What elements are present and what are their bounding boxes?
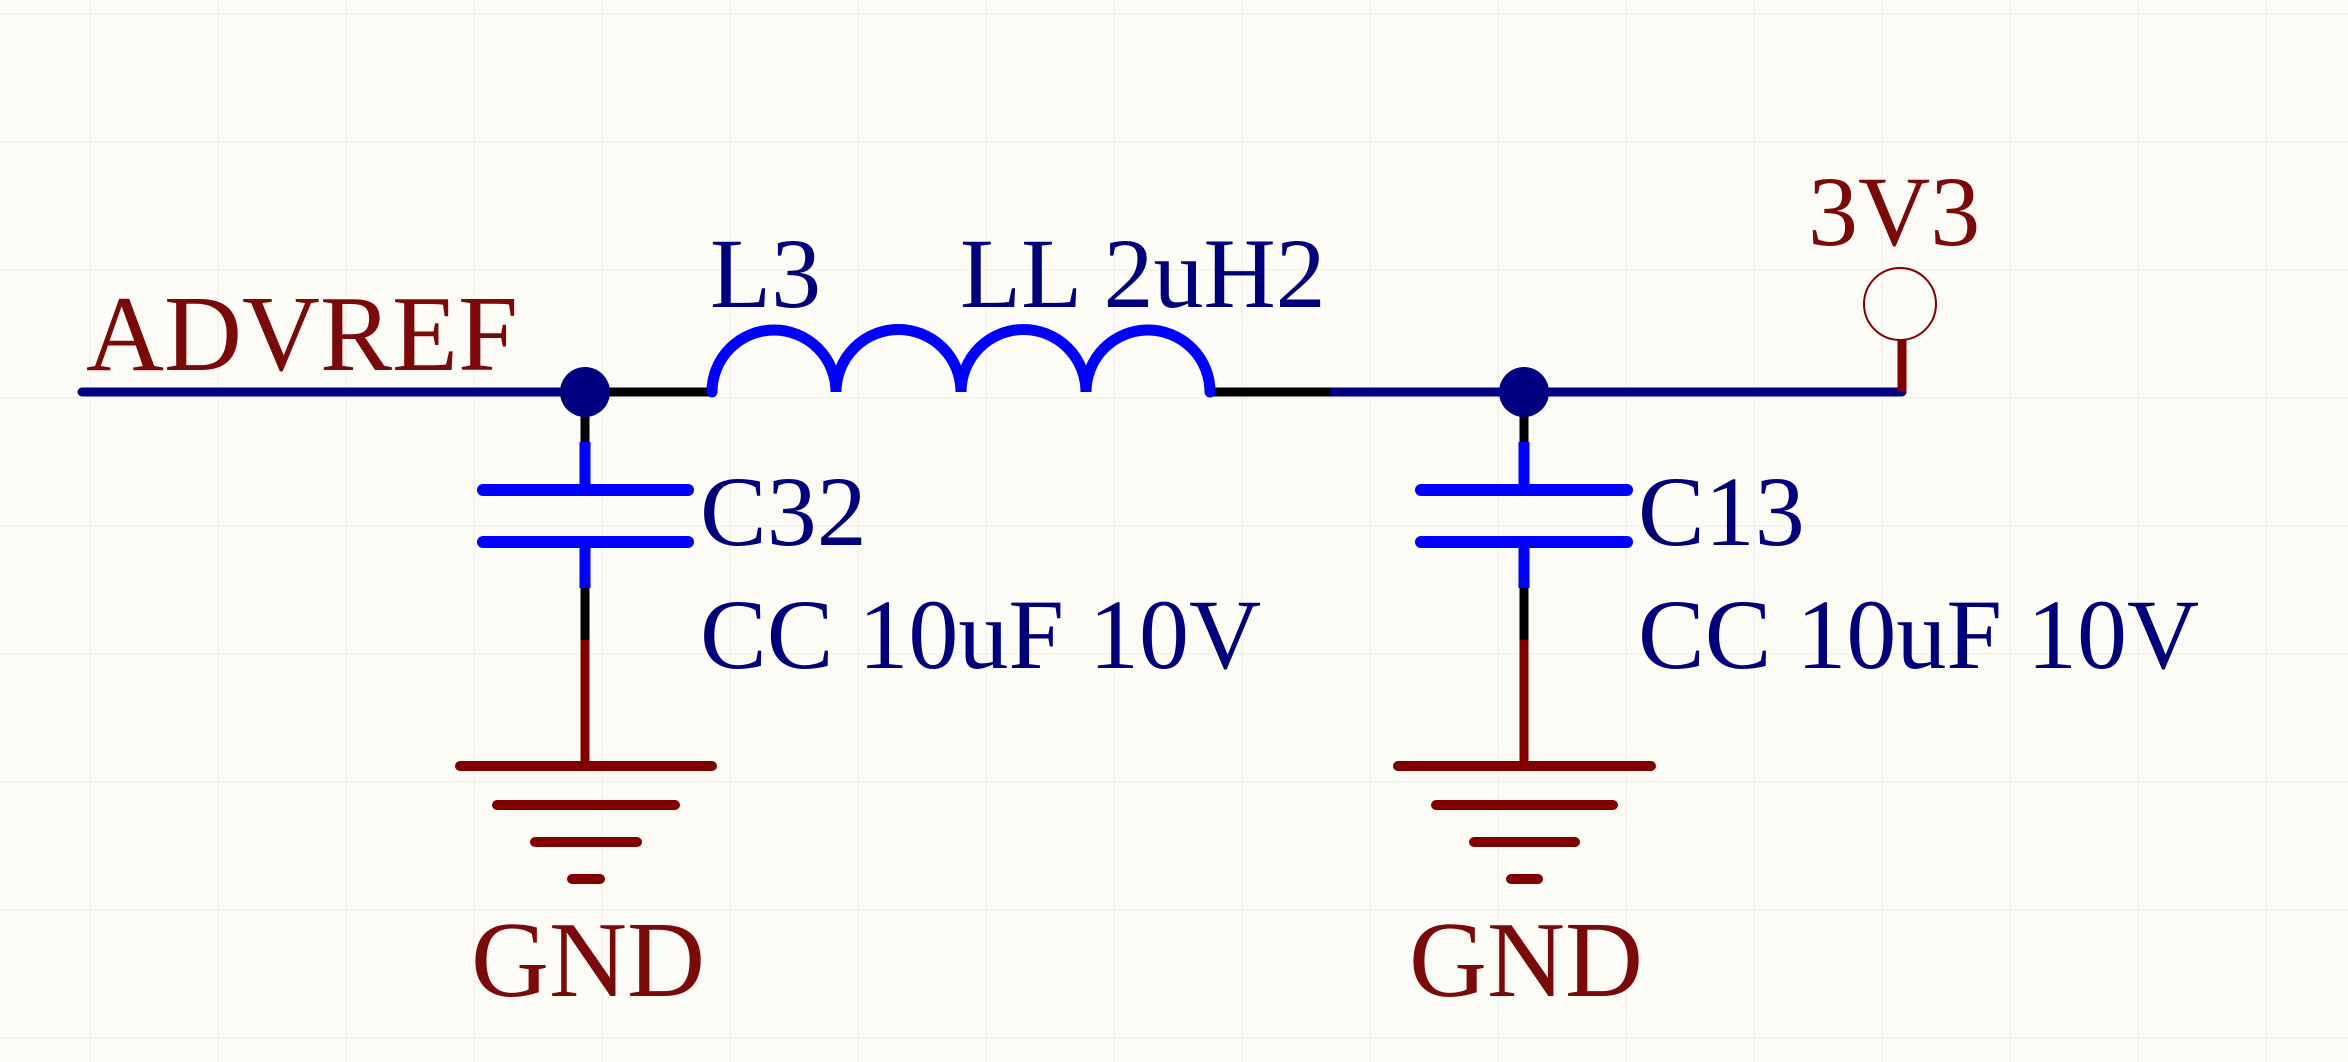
net-label-gnd-left[interactable]: GND bbox=[471, 901, 705, 1020]
net-label-advref[interactable]: ADVREF bbox=[86, 275, 518, 394]
net-label-gnd-right[interactable]: GND bbox=[1409, 901, 1643, 1020]
gnd-port-left[interactable] bbox=[455, 640, 717, 884]
capacitor-c13[interactable] bbox=[1415, 392, 1633, 640]
designator-c13[interactable]: C13 bbox=[1638, 456, 1805, 567]
value-l3[interactable]: LL 2uH2 bbox=[960, 218, 1326, 329]
inductor-coil bbox=[706, 324, 1216, 398]
net-label-3v3[interactable]: 3V3 bbox=[1808, 156, 1980, 267]
junction-dot-right[interactable] bbox=[1499, 367, 1549, 417]
designator-c32[interactable]: C32 bbox=[700, 456, 867, 567]
gnd-port-right[interactable] bbox=[1393, 640, 1656, 884]
value-c13[interactable]: CC 10uF 10V bbox=[1638, 579, 2199, 690]
junction-dot-left[interactable] bbox=[560, 367, 610, 417]
power-port-circle bbox=[1863, 267, 1937, 341]
power-port-3v3[interactable] bbox=[1863, 267, 1937, 392]
designator-l3[interactable]: L3 bbox=[710, 218, 821, 329]
value-c32[interactable]: CC 10uF 10V bbox=[700, 579, 1261, 690]
